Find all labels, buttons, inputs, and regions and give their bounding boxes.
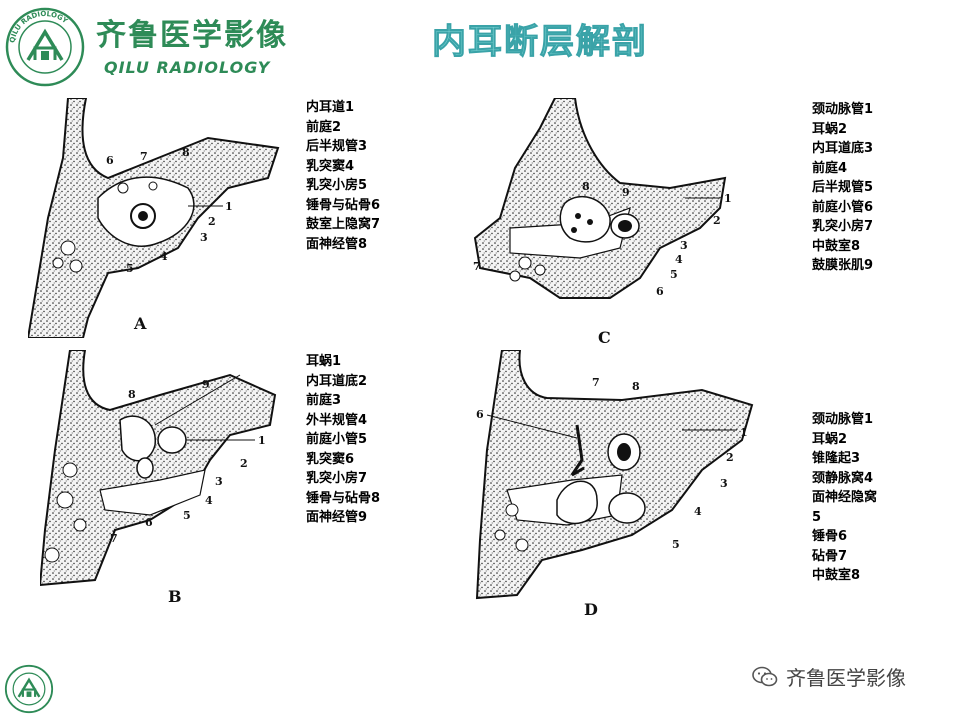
legend-item: 前庭3 [306,393,342,408]
svg-text:1: 1 [258,434,266,447]
svg-text:9: 9 [622,186,630,199]
legend-item: 乳突窦6 [306,451,355,467]
legend-item: 前庭小管6 [812,199,874,215]
legend-item: 中鼓室8 [812,238,861,254]
svg-text:4: 4 [160,250,168,263]
legend-item: 前庭2 [306,119,342,135]
svg-text:5: 5 [672,538,680,551]
slide-title: 内耳断层解剖 [432,22,648,63]
legend-item: 前庭4 [812,160,848,176]
legend-item: 面神经隐窝 [812,490,878,505]
svg-text:3: 3 [680,239,688,252]
svg-text:3: 3 [215,475,223,488]
svg-text:3: 3 [720,477,728,490]
wechat-icon [752,666,778,686]
legend-item: 面神经管9 [306,510,368,525]
svg-text:7: 7 [110,532,118,545]
svg-text:5: 5 [670,268,678,281]
svg-text:6: 6 [476,408,484,421]
svg-text:8: 8 [128,388,136,401]
svg-text:4: 4 [675,253,683,266]
svg-text:2: 2 [713,214,721,227]
svg-text:7: 7 [473,260,481,273]
legend-item: 锤骨6 [812,529,848,544]
svg-text:9: 9 [202,378,210,391]
figure-b-diagram: 1 2 3 4 5 6 7 8 9 [40,350,277,587]
svg-text:1: 1 [724,192,732,205]
legend-a: 内耳道1 前庭2 后半规管3 乳突窦4 乳突小房5 锤骨与砧骨6 鼓室上隐窝7 … [306,98,380,254]
svg-text:8: 8 [182,146,190,159]
legend-item: 内耳道底3 [812,141,874,156]
svg-text:1: 1 [740,426,748,439]
brand-name-cn: 齐鲁医学影像 [96,18,288,53]
legend-item: 颈静脉窝4 [812,470,874,486]
legend-item: 耳蜗2 [812,431,848,447]
qilu-logo: QILU RADIOLOGY [5,7,85,87]
svg-text:5: 5 [183,509,191,522]
legend-d: 颈动脉管1 耳蜗2 锥隆起3 颈静脉窝4 面神经隐窝 5 锤骨6 砧骨7 中鼓室… [812,410,877,586]
legend-item: 前庭小管5 [306,432,368,447]
legend-item: 锤骨与砧骨8 [306,490,381,506]
figure-a-diagram: 1 2 3 4 5 6 7 8 [28,98,280,338]
svg-text:6: 6 [106,154,114,167]
legend-item: 耳蜗2 [812,121,848,137]
legend-b: 耳蜗1 内耳道底2 前庭3 外半规管4 前庭小管5 乳突窦6 乳突小房7 锤骨与… [306,352,380,528]
legend-item: 颈动脉管1 [812,102,874,117]
svg-text:8: 8 [632,380,640,393]
legend-item: 鼓膜张肌9 [812,258,874,273]
svg-text:5: 5 [126,262,134,275]
legend-item: 砧骨7 [812,548,848,564]
svg-text:1: 1 [225,200,233,213]
svg-text:2: 2 [240,457,248,470]
svg-text:2: 2 [726,451,734,464]
svg-text:8: 8 [582,180,590,193]
legend-item: 颈动脉管1 [812,412,874,427]
legend-item: 乳突小房5 [306,178,368,193]
legend-item: 鼓室上隐窝7 [306,217,381,232]
legend-item: 面神经管8 [306,236,368,252]
legend-item: 后半规管3 [306,139,368,154]
figure-c-letter: C [598,328,611,347]
legend-item: 乳突窦4 [306,158,355,174]
svg-text:6: 6 [656,285,664,298]
svg-text:6: 6 [145,516,153,529]
svg-text:4: 4 [694,505,702,518]
legend-item: 乳突小房7 [812,219,874,234]
svg-text:2: 2 [208,215,216,228]
svg-text:7: 7 [592,376,600,389]
figure-d-diagram: 1 2 3 4 5 6 7 8 [475,350,754,600]
qilu-logo-small [4,664,54,714]
legend-item: 锥隆起3 [812,451,861,466]
legend-item: 耳蜗1 [306,354,342,369]
watermark-text: 齐鲁医学影像 [786,666,906,690]
legend-item: 外半规管4 [306,412,368,428]
legend-item: 后半规管5 [812,180,874,195]
figure-d-letter: D [584,600,598,619]
svg-text:7: 7 [140,150,148,163]
svg-text:4: 4 [205,494,213,507]
svg-text:3: 3 [200,231,208,244]
legend-item: 内耳道底2 [306,373,368,389]
figure-a-letter: A [134,314,147,333]
legend-item: 锤骨与砧骨6 [306,197,381,213]
legend-item: 中鼓室8 [812,568,861,583]
legend-c: 颈动脉管1 耳蜗2 内耳道底3 前庭4 后半规管5 前庭小管6 乳突小房7 中鼓… [812,100,873,276]
wechat-watermark: 齐鲁医学影像 [752,662,906,691]
legend-item: 内耳道1 [306,100,355,115]
figure-c-diagram: 1 2 3 4 5 6 7 8 9 [473,98,732,299]
legend-item: 5 [812,509,822,525]
figure-b-letter: B [168,587,182,606]
brand-name-en: QILU RADIOLOGY [104,58,271,77]
legend-item: 乳突小房7 [306,471,368,486]
